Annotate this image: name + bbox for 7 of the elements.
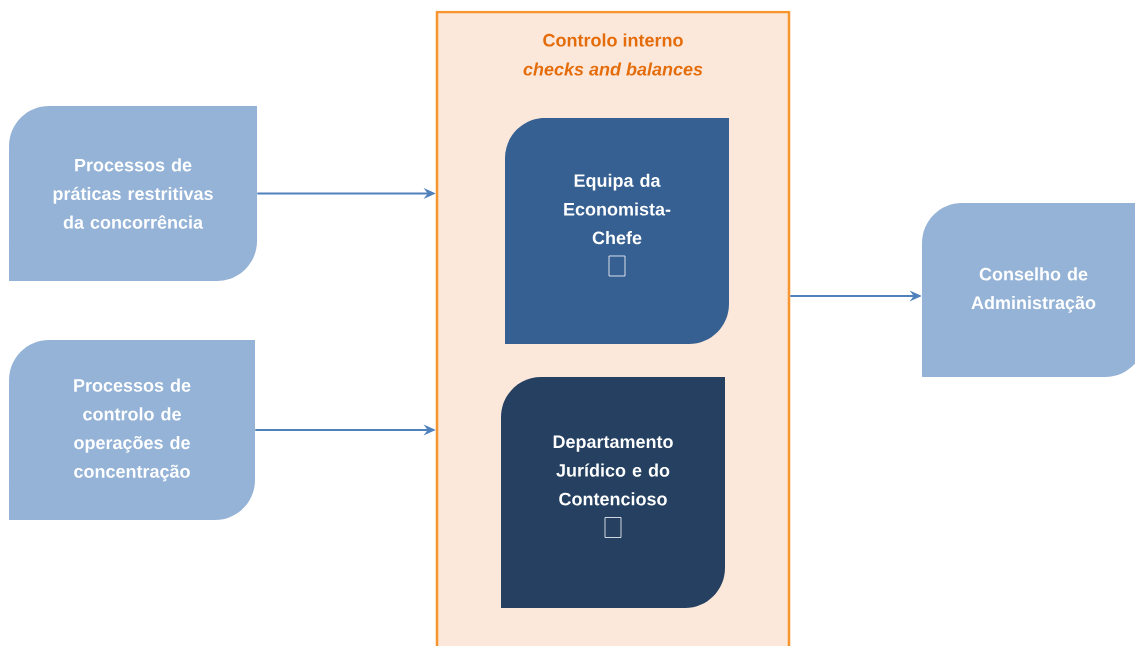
panel-title: checks and balances bbox=[523, 62, 703, 76]
process-box: Conselho de Administração bbox=[922, 203, 1135, 377]
process-box: Processos de práticas restritivas da concorrência bbox=[9, 106, 257, 281]
process-box: Departamento Jurídico e do Contencioso bbox=[501, 377, 725, 608]
process-box: Processos de controlo de operações de concentração bbox=[9, 340, 255, 520]
process-box: Equipa da Economista-Chefe bbox=[505, 118, 729, 344]
panel-title: Controlo interno bbox=[543, 33, 683, 47]
